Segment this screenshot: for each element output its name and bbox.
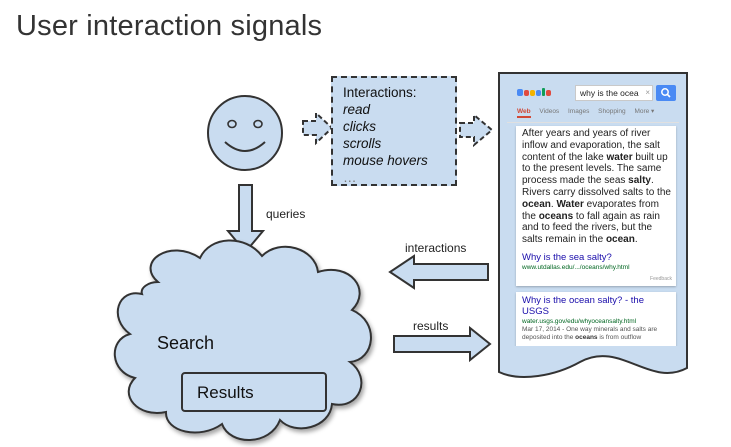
result-title-link[interactable]: Why is the ocean salty? - the USGS [522, 295, 644, 317]
google-logo-icon [517, 88, 551, 96]
face-to-interactions-arrow [302, 110, 334, 146]
result-card: Why is the ocean salty? - the USGS water… [516, 292, 676, 346]
interactions-label: interactions [405, 241, 466, 255]
slide-title: User interaction signals [16, 10, 323, 42]
serp-tab-more[interactable]: More ▾ [634, 108, 655, 115]
interaction-item-read: read [343, 102, 371, 117]
serp-query-text: why is the ocea [580, 88, 639, 98]
serp-search-input[interactable]: why is the ocea × [575, 85, 653, 101]
result-snippet: Mar 17, 2014 - One way minerals and salt… [522, 326, 658, 341]
queries-label: queries [266, 207, 305, 221]
search-results-page: why is the ocea × Web Videos Images Shop… [507, 78, 679, 346]
serp-tab-shopping[interactable]: Shopping [598, 108, 626, 115]
results-arrow [393, 325, 492, 363]
search-label: Search [157, 333, 215, 353]
results-label: results [413, 319, 448, 333]
serp-tabs: Web Videos Images Shopping More ▾ [517, 107, 679, 121]
answer-card: After years and years of river inflow an… [516, 126, 676, 286]
interactions-box: Interactions: read clicks scrolls mouse … [331, 76, 457, 186]
serp-tab-web[interactable]: Web [517, 108, 531, 118]
interaction-item-mouse-hovers: mouse hovers [343, 153, 428, 168]
answer-feedback-link[interactable]: Feedback [650, 276, 672, 282]
serp-tab-videos[interactable]: Videos [539, 108, 560, 115]
interaction-item-clicks: clicks [343, 119, 376, 134]
answer-link[interactable]: Why is the sea salty? [522, 252, 612, 263]
serp-topbar: why is the ocea × [513, 82, 677, 104]
interactions-title: Interactions: [343, 85, 417, 100]
result-url: water.usgs.gov/edu/whyoceansalty.html [522, 318, 637, 325]
clear-icon[interactable]: × [645, 88, 650, 97]
serp-divider [507, 122, 679, 123]
serp-search-button[interactable] [656, 85, 676, 101]
user-face-icon [207, 95, 283, 171]
results-box-label: Results [197, 383, 254, 402]
serp-tab-images[interactable]: Images [568, 108, 590, 115]
magnifier-icon [661, 88, 671, 98]
queries-arrow [225, 184, 266, 254]
answer-url: www.utdallas.edu/.../oceans/why.html [522, 264, 630, 271]
results-box: Results [181, 372, 327, 412]
interaction-item-scrolls: scrolls [343, 136, 382, 151]
interaction-item-ellipsis: … [343, 170, 357, 185]
interactions-to-page-arrow [459, 112, 494, 148]
interactions-arrow [388, 254, 489, 290]
answer-snippet: After years and years of river inflow an… [522, 128, 671, 246]
interactions-list: read clicks scrolls mouse hovers … [343, 101, 445, 186]
